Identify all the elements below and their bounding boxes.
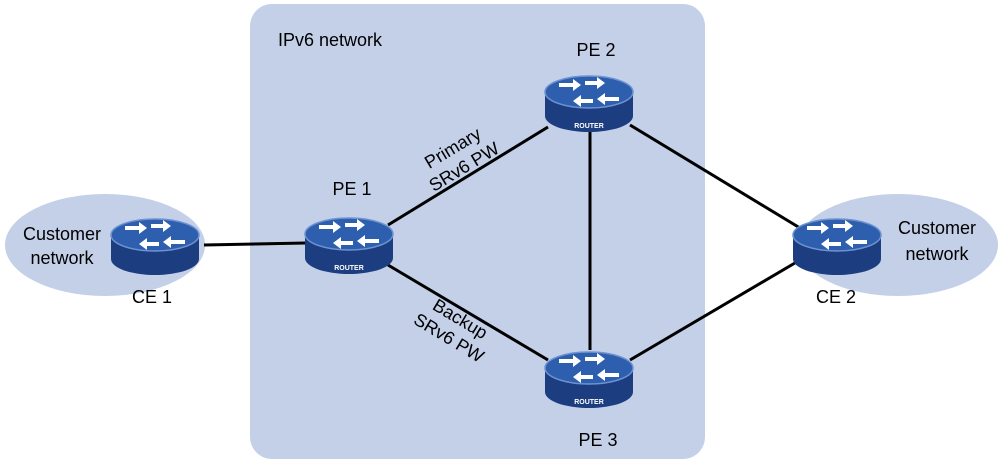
pe1-badge: ROUTER: [334, 265, 364, 272]
pe1-label: PE 1: [332, 179, 371, 199]
ce1-router-icon: [110, 218, 200, 276]
ce2-label: CE 2: [816, 287, 856, 307]
link-pe2-ce2: [629, 123, 801, 230]
pe2-badge: ROUTER: [574, 123, 604, 130]
links: [203, 115, 801, 362]
ce2-router-icon: [792, 218, 882, 276]
customer-right-line2: network: [905, 244, 969, 264]
customer-right-line1: Customer: [898, 218, 976, 238]
customer-left-line1: Customer: [23, 224, 101, 244]
customer-left-line2: network: [30, 248, 94, 268]
link-pe1-pe2-primary: [387, 125, 549, 227]
pe3-label: PE 3: [578, 430, 617, 450]
region-label: IPv6 network: [278, 30, 383, 50]
link-pe1-pe3-backup: [387, 263, 549, 362]
link-pe3-ce2: [629, 258, 801, 362]
pe3-badge: ROUTER: [574, 399, 604, 406]
ce1-label: CE 1: [132, 287, 172, 307]
pe2-label: PE 2: [576, 40, 615, 60]
link-ce1-pe1: [203, 241, 307, 247]
